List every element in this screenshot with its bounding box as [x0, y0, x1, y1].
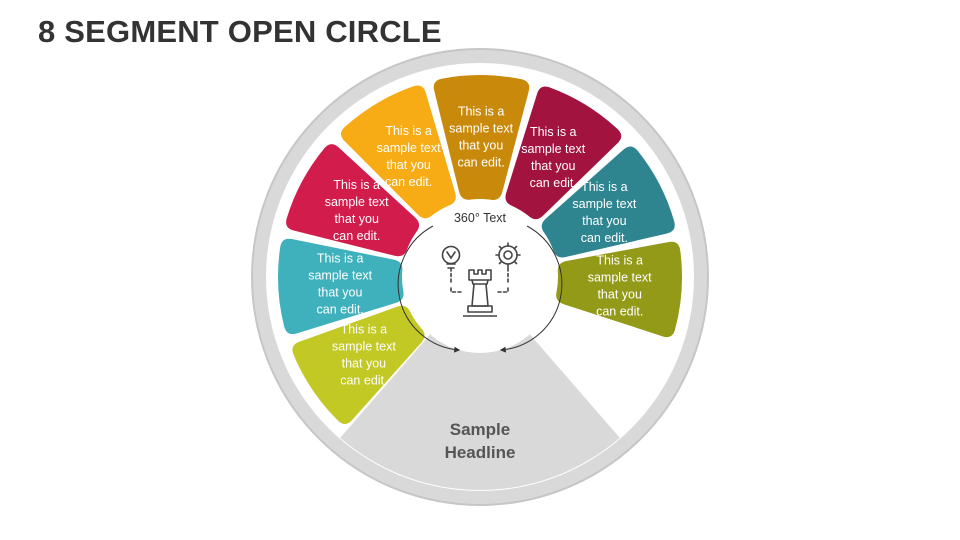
segment-3-line-1: This is a [333, 178, 380, 192]
segment-1 [292, 305, 425, 425]
segment-8 [556, 241, 683, 338]
center-label: 360° Text [454, 211, 507, 225]
segment-3 [286, 144, 420, 257]
segment-4-line-1: This is a [385, 124, 432, 138]
segment-5-line-3: that you [459, 139, 504, 153]
segment-7-line-3: that you [582, 214, 627, 228]
segment-1-text: This is a sample text that you can edit. [332, 323, 396, 388]
circular-arrow-left [397, 225, 461, 353]
segment-1-line-4: can edit. [340, 374, 387, 388]
segment-6 [505, 86, 622, 220]
segment-2-line-2: sample text [308, 268, 372, 282]
center-disc [404, 201, 556, 353]
headline-line-1: Sample [450, 420, 510, 439]
segment-2-line-3: that you [318, 285, 363, 299]
segment-5-line-1: This is a [458, 105, 505, 119]
segment-3-line-2: sample text [325, 195, 389, 209]
gear-icon [495, 242, 521, 293]
segment-8-line-3: that you [597, 288, 642, 302]
segment-8-line-1: This is a [596, 254, 643, 268]
segment-6-line-3: that you [531, 159, 576, 173]
segment-4-text: This is a sample text that you can edit. [377, 124, 441, 189]
segment-6-text: This is a sample text that you can edit. [521, 125, 585, 190]
headline-wedge [340, 323, 620, 490]
chess-rook-icon [463, 269, 497, 317]
segment-7-line-2: sample text [572, 197, 636, 211]
center-label-backdrop [446, 208, 514, 226]
segment-7-line-1: This is a [581, 180, 628, 194]
segment-8-line-4: can edit. [596, 305, 643, 319]
segment-2-line-4: can edit. [317, 302, 364, 316]
slide-title: 8 SEGMENT OPEN CIRCLE [38, 14, 442, 49]
segment-5 [433, 74, 530, 200]
segment-3-line-3: that you [334, 212, 379, 226]
segment-3-line-4: can edit. [333, 229, 380, 243]
segment-1-line-2: sample text [332, 340, 396, 354]
segment-7-line-4: can edit. [581, 231, 628, 245]
segment-2 [277, 238, 404, 335]
segment-5-line-4: can edit. [457, 156, 504, 170]
segment-8-line-2: sample text [588, 271, 652, 285]
segment-7 [541, 146, 675, 258]
segment-3-text: This is a sample text that you can edit. [325, 178, 389, 243]
segment-4-line-4: can edit. [385, 175, 432, 189]
segment-7-text: This is a sample text that you can edit. [572, 180, 636, 245]
segment-4 [340, 85, 456, 219]
segment-6-line-2: sample text [521, 142, 585, 156]
segment-1-line-3: that you [342, 357, 387, 371]
segment-4-line-3: that you [386, 158, 431, 172]
headline-line-2: Headline [445, 443, 516, 462]
circular-arrow-right [499, 225, 563, 353]
segment-5-line-2: sample text [449, 122, 513, 136]
segment-2-line-1: This is a [317, 251, 364, 265]
segment-8-text: This is a sample text that you can edit. [588, 254, 652, 319]
segment-1-line-1: This is a [341, 323, 388, 337]
segment-4-line-2: sample text [377, 141, 441, 155]
segment-5-text: This is a sample text that you can edit. [449, 105, 513, 170]
segment-6-line-4: can edit. [530, 176, 577, 190]
bulb-icon [441, 245, 463, 293]
segment-2-text: This is a sample text that you can edit. [308, 251, 372, 316]
segment-6-line-1: This is a [530, 125, 577, 139]
